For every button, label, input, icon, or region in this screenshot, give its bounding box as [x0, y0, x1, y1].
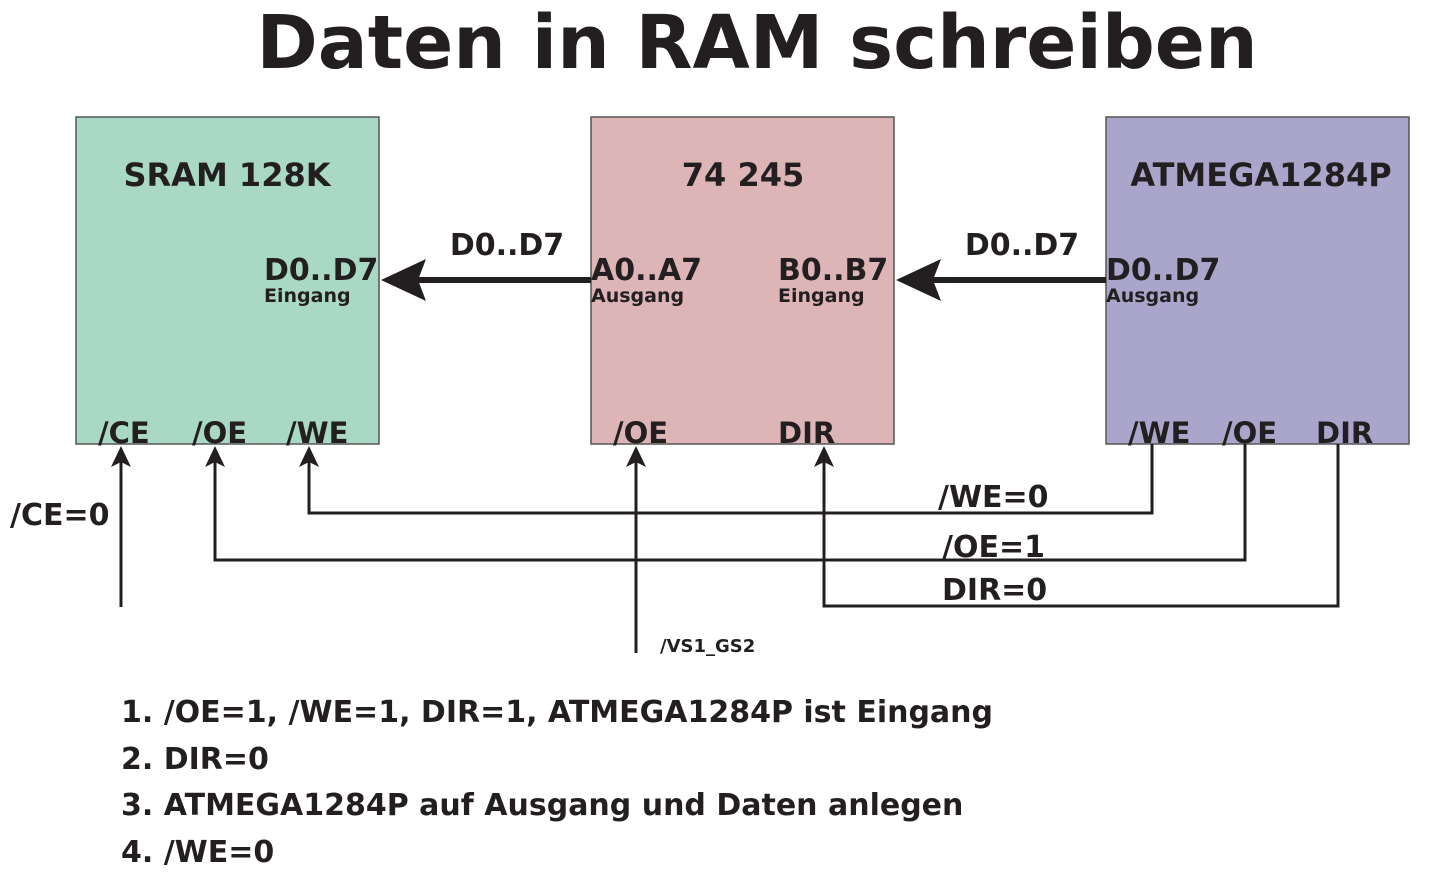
bus-arrow-right-icon [896, 259, 941, 301]
mcu-data-port-mode: Ausgang [1106, 285, 1199, 307]
buffer-oe-source-label: /VS1_GS2 [660, 636, 755, 657]
mcu-pin-dir: DIR [1316, 416, 1373, 450]
sram-pin-we: /WE [286, 416, 348, 450]
buffer-port-a-mode: Ausgang [591, 285, 684, 307]
buffer-pin-dir: DIR [778, 416, 835, 450]
mcu-pin-oe: /OE [1222, 416, 1277, 450]
mcu-name: ATMEGA1284P [1130, 156, 1391, 194]
mcu-pin-we: /WE [1128, 416, 1190, 450]
ce-line: /CE=0 [10, 446, 131, 607]
mcu-data-port: D0..D7 [1106, 253, 1220, 288]
buffer-chip: 74 245 A0..A7 Ausgang B0..B7 Eingang /OE… [590, 116, 895, 450]
diagram-title: Daten in RAM schreiben [256, 0, 1257, 86]
dir-wire [822, 444, 1340, 608]
sram-chip: SRAM 128K D0..D7 Eingang /CE /OE /WE [75, 116, 380, 450]
buffer-pin-oe: /OE [613, 416, 668, 450]
oe-wire [213, 444, 1247, 562]
we-wire [307, 444, 1154, 515]
dir-line: DIR=0 [814, 444, 1340, 608]
sram-name: SRAM 128K [123, 156, 331, 194]
sram-pin-oe: /OE [192, 416, 247, 450]
sram-data-port: D0..D7 [264, 253, 378, 288]
step-item: 1. /OE=1, /WE=1, DIR=1, ATMEGA1284P ist … [121, 695, 993, 730]
mcu-chip: ATMEGA1284P D0..D7 Ausgang /WE /OE DIR [1105, 116, 1410, 450]
we-signal-label: /WE=0 [938, 480, 1049, 515]
dir-signal-label: DIR=0 [942, 573, 1047, 608]
we-line: /WE=0 [299, 444, 1154, 515]
ce-arrow-icon [111, 446, 131, 467]
buffer-oe-line: /VS1_GS2 [626, 446, 755, 657]
buffer-name: 74 245 [682, 156, 804, 194]
ce-signal-label: /CE=0 [10, 498, 109, 533]
bus-label-right: D0..D7 [965, 228, 1079, 263]
step-item: 2. DIR=0 [121, 742, 269, 777]
buffer-port-a: A0..A7 [591, 253, 702, 288]
buffer-box [590, 116, 895, 445]
oe-arrow-icon [205, 446, 225, 467]
bus-label-left: D0..D7 [450, 228, 564, 263]
buffer-port-b: B0..B7 [778, 253, 888, 288]
bus-buffer-to-sram: D0..D7 [381, 228, 591, 301]
oe-line: /OE=1 [205, 444, 1247, 565]
step-item: 4. /WE=0 [121, 835, 274, 870]
step-list: 1. /OE=1, /WE=1, DIR=1, ATMEGA1284P ist … [121, 695, 993, 870]
bus-arrow-left-icon [381, 259, 426, 301]
oe-signal-label: /OE=1 [942, 530, 1045, 565]
sram-box [75, 116, 380, 445]
mcu-box [1105, 116, 1410, 445]
bus-mcu-to-buffer: D0..D7 [896, 228, 1106, 301]
buffer-port-b-mode: Eingang [778, 285, 865, 307]
dir-arrow-icon [814, 446, 834, 467]
sram-pin-ce: /CE [98, 416, 150, 450]
sram-data-port-mode: Eingang [264, 285, 351, 307]
buffer-oe-arrow-icon [626, 446, 646, 467]
step-item: 3. ATMEGA1284P auf Ausgang und Daten anl… [121, 788, 963, 823]
we-arrow-icon [299, 446, 319, 467]
